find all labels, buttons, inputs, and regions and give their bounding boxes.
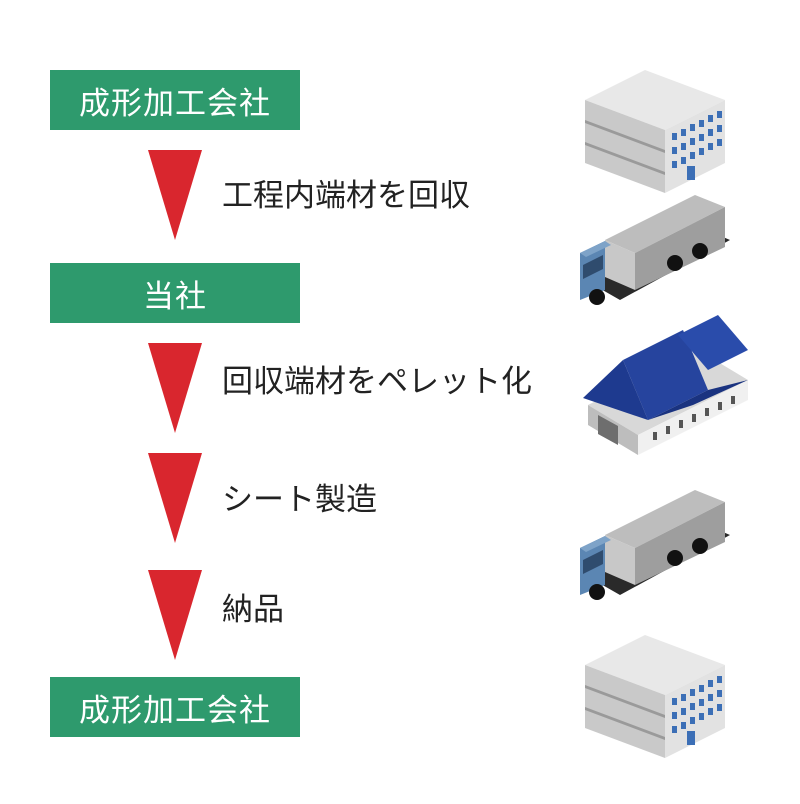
arrow-label-sheet-manufacturing: シート製造 xyxy=(222,482,377,518)
arrow-label-pelletize: 回収端材をペレット化 xyxy=(222,364,532,400)
truck-icon xyxy=(575,185,735,310)
step-box-molding-company-top: 成形加工会社 xyxy=(50,70,300,130)
step-box-molding-company-bottom: 成形加工会社 xyxy=(50,677,300,737)
step-box-our-company: 当社 xyxy=(50,263,300,323)
down-arrow-icon xyxy=(148,570,202,660)
down-arrow-icon xyxy=(148,453,202,543)
down-arrow-icon xyxy=(148,343,202,433)
step-label: 成形加工会社 xyxy=(79,85,271,122)
office-building-icon xyxy=(575,610,735,760)
arrow-label-collect-scrap: 工程内端材を回収 xyxy=(222,178,470,214)
step-label: 成形加工会社 xyxy=(79,692,271,729)
arrow-label-delivery: 納品 xyxy=(222,592,284,628)
factory-icon xyxy=(578,310,758,455)
office-building-icon xyxy=(575,45,735,195)
down-arrow-icon xyxy=(148,150,202,240)
step-label: 当社 xyxy=(143,278,207,315)
truck-icon xyxy=(575,480,735,605)
